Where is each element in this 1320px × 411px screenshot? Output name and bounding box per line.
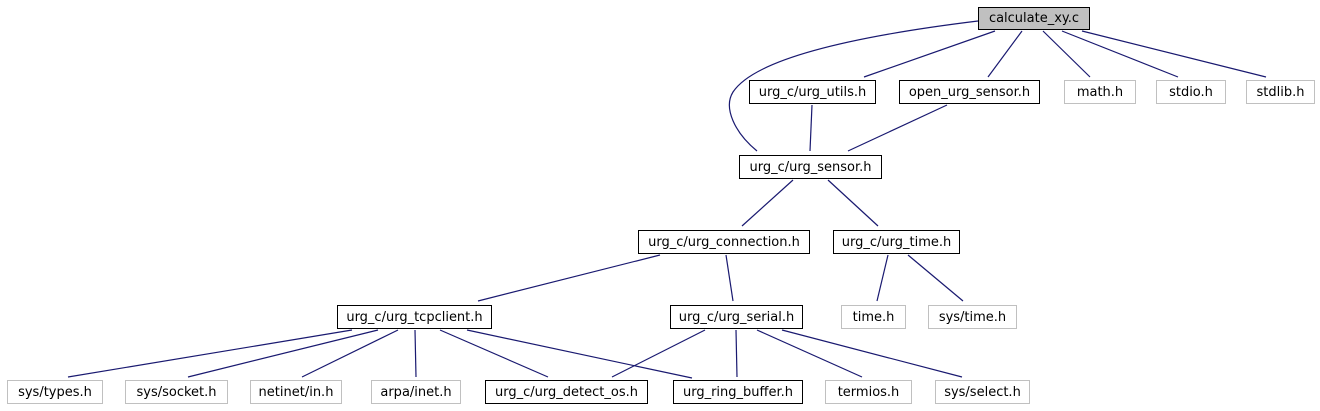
- graph-node-label: open_urg_sensor.h: [908, 84, 1031, 100]
- graph-node-math: math.h: [1064, 80, 1136, 104]
- graph-node-label: urg_c/urg_detect_os.h: [495, 384, 638, 400]
- edge-calculate_xy-urg_utils: [863, 30, 996, 78]
- graph-node-label: arpa/inet.h: [380, 384, 452, 400]
- graph-node-urg_sensor[interactable]: urg_c/urg_sensor.h: [739, 155, 882, 179]
- graph-node-urg_detect_os[interactable]: urg_c/urg_detect_os.h: [485, 380, 648, 404]
- edge-calculate_xy-open_urg_sensor: [987, 30, 1023, 78]
- graph-node-urg_connection[interactable]: urg_c/urg_connection.h: [638, 230, 810, 254]
- edge-calculate_xy-stdlib: [1081, 30, 1267, 78]
- edge-urg_serial-sys_select: [781, 329, 963, 378]
- graph-node-label: urg_c/urg_tcpclient.h: [346, 309, 483, 325]
- graph-node-label: sys/select.h: [944, 384, 1021, 400]
- graph-node-label: urg_ring_buffer.h: [682, 384, 794, 400]
- graph-node-termios: termios.h: [825, 380, 912, 404]
- graph-node-label: urg_c/urg_connection.h: [648, 234, 800, 250]
- edge-urg_sensor-urg_connection: [741, 179, 794, 227]
- graph-node-label: termios.h: [837, 384, 900, 400]
- edge-calculate_xy-stdio: [1061, 30, 1179, 78]
- graph-node-sys_socket: sys/socket.h: [125, 380, 228, 404]
- edge-urg_tcpclient-urg_detect_os: [439, 329, 549, 378]
- graph-node-sys_time: sys/time.h: [928, 305, 1017, 329]
- edge-urg_serial-urg_ring_buffer: [735, 329, 738, 378]
- graph-node-urg_utils[interactable]: urg_c/urg_utils.h: [749, 80, 876, 104]
- edge-urg_time-sys_time: [907, 254, 964, 302]
- graph-node-calculate_xy[interactable]: calculate_xy.c: [978, 7, 1090, 30]
- graph-node-open_urg_sensor[interactable]: open_urg_sensor.h: [899, 80, 1040, 104]
- graph-node-urg_serial[interactable]: urg_c/urg_serial.h: [670, 305, 803, 329]
- edge-urg_tcpclient-netinet_in: [301, 329, 399, 378]
- graph-node-label: urg_c/urg_serial.h: [678, 309, 795, 325]
- graph-node-time: time.h: [841, 305, 906, 329]
- edge-urg_tcpclient-arpa_inet: [414, 329, 417, 378]
- edge-urg_tcpclient-sys_types: [67, 329, 353, 378]
- graph-node-urg_time[interactable]: urg_c/urg_time.h: [833, 230, 960, 254]
- graph-node-label: sys/socket.h: [136, 384, 217, 400]
- edge-calculate_xy-math: [1042, 30, 1091, 78]
- graph-node-label: math.h: [1076, 84, 1124, 100]
- edge-urg_sensor-urg_time: [827, 179, 879, 227]
- graph-node-sys_types: sys/types.h: [7, 380, 103, 404]
- graph-node-label: urg_c/urg_utils.h: [758, 84, 867, 100]
- edge-urg_serial-urg_detect_os: [611, 329, 706, 378]
- graph-node-urg_tcpclient[interactable]: urg_c/urg_tcpclient.h: [337, 305, 492, 329]
- graph-node-label: netinet/in.h: [258, 384, 334, 400]
- graph-node-label: calculate_xy.c: [988, 11, 1080, 26]
- edge-urg_utils-urg_sensor: [809, 104, 813, 152]
- graph-node-label: urg_c/urg_time.h: [841, 234, 952, 250]
- graph-node-sys_select: sys/select.h: [935, 380, 1030, 404]
- graph-node-urg_ring_buffer[interactable]: urg_ring_buffer.h: [673, 380, 803, 404]
- edge-urg_serial-termios: [756, 329, 863, 378]
- graph-node-label: time.h: [852, 309, 895, 325]
- edge-open_urg_sensor-urg_sensor: [847, 104, 948, 152]
- graph-node-stdlib: stdlib.h: [1246, 80, 1315, 104]
- edge-urg_tcpclient-urg_ring_buffer: [466, 329, 693, 379]
- edge-urg_time-time: [876, 254, 889, 302]
- graph-node-label: sys/time.h: [938, 309, 1007, 325]
- edge-urg_connection-urg_serial: [725, 254, 734, 302]
- edge-urg_connection-urg_tcpclient: [477, 254, 661, 302]
- graph-node-label: stdlib.h: [1256, 84, 1305, 100]
- graph-node-label: stdio.h: [1169, 84, 1213, 100]
- edge-urg_tcpclient-sys_socket: [187, 329, 379, 378]
- graph-node-arpa_inet: arpa/inet.h: [371, 380, 461, 404]
- graph-node-label: urg_c/urg_sensor.h: [749, 159, 872, 175]
- graph-node-netinet_in: netinet/in.h: [250, 380, 342, 404]
- graph-node-label: sys/types.h: [18, 384, 92, 400]
- graph-node-stdio: stdio.h: [1156, 80, 1226, 104]
